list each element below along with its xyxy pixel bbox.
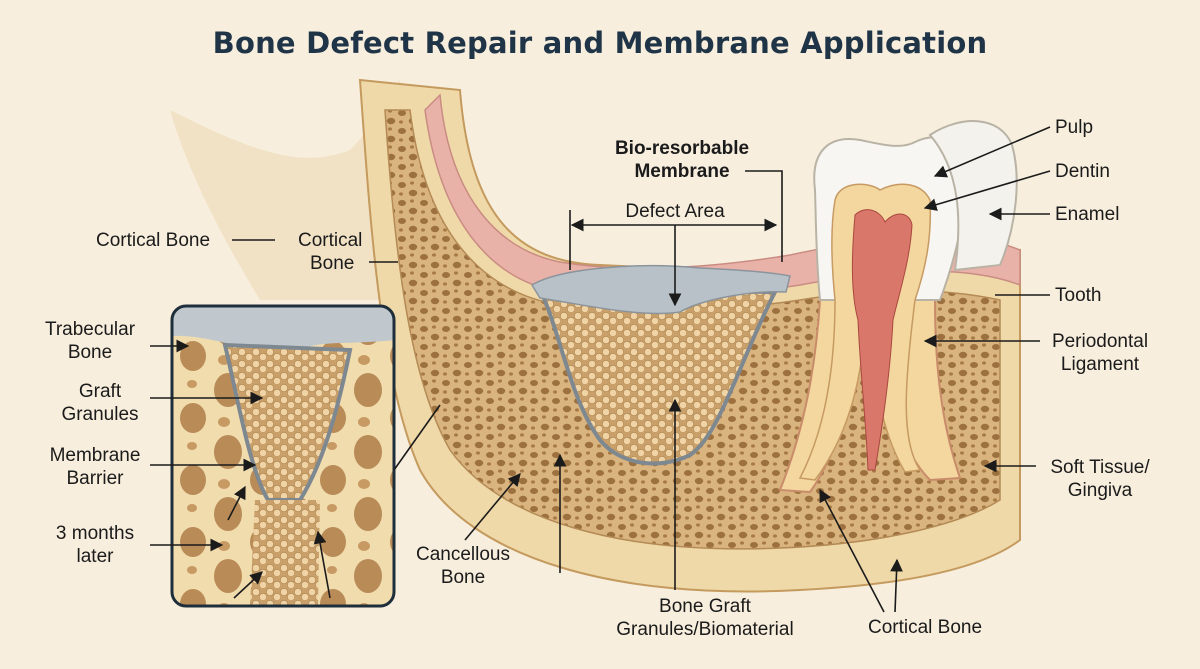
label-line: Graft xyxy=(78,381,122,402)
label-membrane-barrier: Membrane Barrier xyxy=(40,444,150,490)
membrane xyxy=(530,265,791,315)
label-line: Granules/Biomaterial xyxy=(616,619,794,640)
label-line: Cancellous xyxy=(416,544,510,565)
label-line: 3 months xyxy=(55,523,135,544)
label-bone-graft-granules: Bone Graft Granules/Biomaterial xyxy=(590,595,820,641)
label-line: Bone xyxy=(310,253,355,274)
label-line: Membrane xyxy=(49,445,141,466)
label-cortical-bone-bottom: Cortical Bone xyxy=(868,617,983,638)
label-line: Periodontal xyxy=(1051,331,1149,352)
diagram-title: Bone Defect Repair and Membrane Applicat… xyxy=(212,26,988,60)
label-line: Trabecular xyxy=(44,319,136,340)
label-line: later xyxy=(76,546,114,567)
label-line: Bone xyxy=(67,342,113,363)
defect-graft xyxy=(536,287,779,466)
label-cortical-bone-inner: Cortical Bone xyxy=(298,229,362,275)
inset-detail xyxy=(172,306,394,606)
label-cancellous-bone: Cancellous Bone xyxy=(398,543,528,589)
label-line: Barrier xyxy=(66,468,124,489)
back-molar xyxy=(928,120,1018,272)
label-line: Bone Graft xyxy=(659,596,751,617)
label-graft-granules: Graft Granules xyxy=(45,380,155,426)
label-soft-tissue-gingiva: Soft Tissue/ Gingiva xyxy=(1035,456,1165,502)
label-line: Cortical xyxy=(298,230,363,251)
label-periodontal-ligament: Periodontal Ligament xyxy=(1040,330,1160,376)
label-line: Gingiva xyxy=(1067,480,1133,501)
label-tooth: Tooth xyxy=(1055,285,1102,306)
label-defect-area: Defect Area xyxy=(625,201,725,222)
label-line: Bone xyxy=(440,567,486,588)
label-dentin: Dentin xyxy=(1055,161,1110,182)
label-cortical-bone-outer: Cortical Bone xyxy=(96,230,211,251)
label-line: Bio-resorbable xyxy=(614,138,750,159)
label-3-months-later: 3 months later xyxy=(40,522,150,568)
label-line: Ligament xyxy=(1060,354,1140,375)
label-line: Soft Tissue/ xyxy=(1050,457,1150,478)
label-enamel: Enamel xyxy=(1055,204,1120,225)
ramus-background xyxy=(170,80,420,300)
label-pulp: Pulp xyxy=(1055,117,1094,138)
label-bio-resorbable-membrane: Bio-resorbable Membrane xyxy=(597,137,767,183)
label-line: Membrane xyxy=(634,161,730,182)
label-trabecular-bone: Trabecular Bone xyxy=(35,318,145,364)
label-line: Granules xyxy=(61,404,139,425)
pulp xyxy=(851,209,913,471)
